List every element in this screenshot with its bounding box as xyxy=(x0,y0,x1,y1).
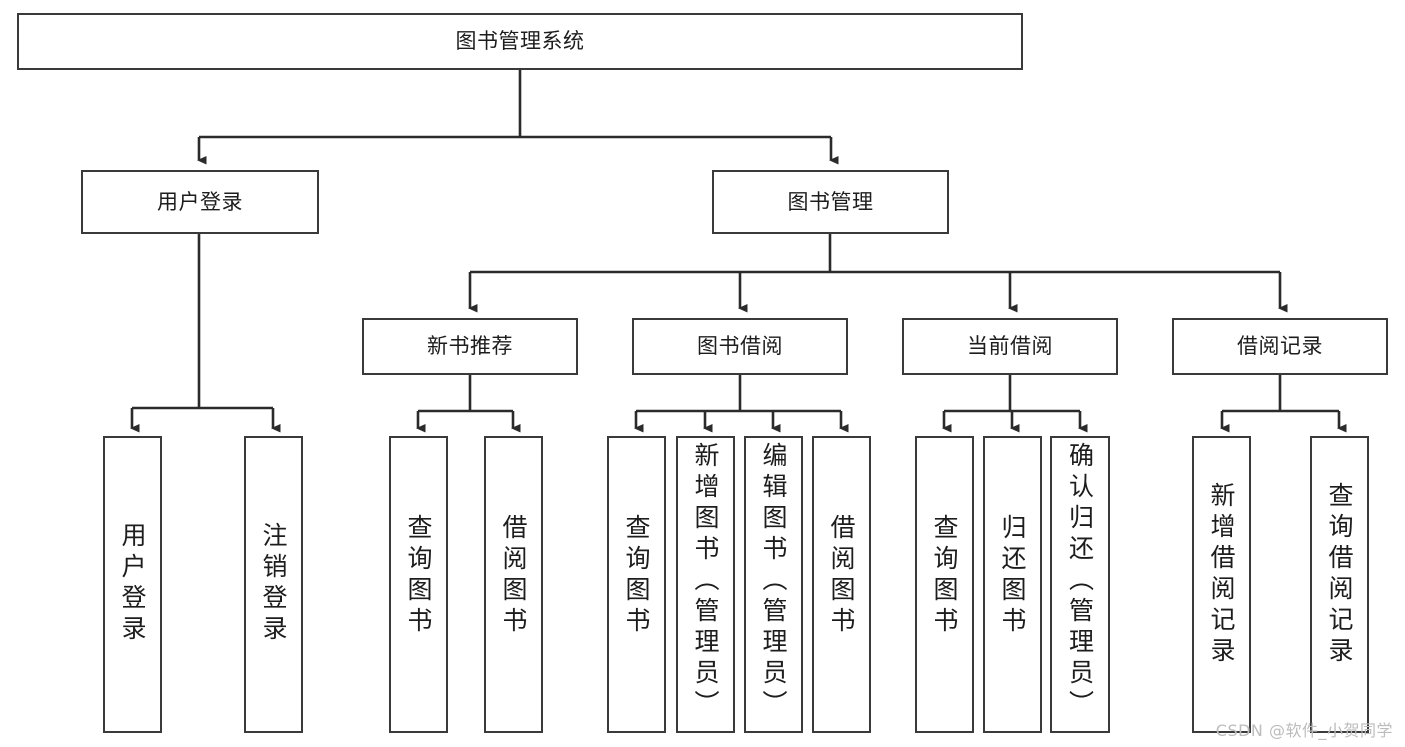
leaf-user-logout-label: 注销登录 xyxy=(259,522,288,646)
node-borrow-record-label: 借阅记录 xyxy=(1237,334,1323,359)
leaf-user-login[interactable]: 用户登录 xyxy=(103,436,162,733)
leaf-confirm-return-label: 确认归还（管理员） xyxy=(1065,442,1095,721)
csdn-watermark: CSDN @软件_小贺同学 xyxy=(1215,721,1393,740)
leaf-add-record[interactable]: 新增借阅记录 xyxy=(1192,436,1251,733)
leaf-query-record-label: 查询借阅记录 xyxy=(1325,482,1354,668)
leaf-query-book-3[interactable]: 查询图书 xyxy=(915,436,974,733)
leaf-confirm-return[interactable]: 确认归还（管理员） xyxy=(1050,436,1110,733)
leaf-borrow-book-2-label: 借阅图书 xyxy=(827,514,856,638)
leaf-add-book-label: 新增图书（管理员） xyxy=(691,442,720,721)
node-new-book-recommend-label: 新书推荐 xyxy=(427,334,513,359)
node-new-book-recommend[interactable]: 新书推荐 xyxy=(362,318,578,375)
node-book-management[interactable]: 图书管理 xyxy=(712,170,949,234)
leaf-query-book-1-label: 查询图书 xyxy=(404,514,433,638)
leaf-edit-book-label: 编辑图书（管理员） xyxy=(759,442,788,721)
node-current-borrow[interactable]: 当前借阅 xyxy=(902,318,1118,375)
leaf-query-record[interactable]: 查询借阅记录 xyxy=(1310,436,1369,733)
node-borrow-record[interactable]: 借阅记录 xyxy=(1172,318,1388,375)
leaf-query-book-1[interactable]: 查询图书 xyxy=(389,436,448,733)
leaf-user-login-label: 用户登录 xyxy=(118,522,147,646)
node-book-management-label: 图书管理 xyxy=(787,189,874,214)
leaf-add-record-label: 新增借阅记录 xyxy=(1207,482,1236,668)
leaf-query-book-2-label: 查询图书 xyxy=(622,514,651,638)
leaf-query-book-2[interactable]: 查询图书 xyxy=(607,436,666,733)
node-current-borrow-label: 当前借阅 xyxy=(967,334,1053,359)
leaf-return-book-label: 归还图书 xyxy=(998,514,1027,638)
node-user-login[interactable]: 用户登录 xyxy=(81,170,319,234)
leaf-borrow-book-1[interactable]: 借阅图书 xyxy=(484,436,543,733)
node-user-login-label: 用户登录 xyxy=(157,189,243,214)
leaf-return-book[interactable]: 归还图书 xyxy=(983,436,1042,733)
leaf-query-book-3-label: 查询图书 xyxy=(930,514,959,638)
node-book-borrow-label: 图书借阅 xyxy=(697,334,783,359)
leaf-edit-book[interactable]: 编辑图书（管理员） xyxy=(744,436,803,733)
node-book-borrow[interactable]: 图书借阅 xyxy=(632,318,848,375)
leaf-user-logout[interactable]: 注销登录 xyxy=(244,436,303,733)
leaf-borrow-book-2[interactable]: 借阅图书 xyxy=(812,436,871,733)
leaf-borrow-book-1-label: 借阅图书 xyxy=(499,514,528,638)
node-root[interactable]: 图书管理系统 xyxy=(17,13,1023,70)
leaf-add-book[interactable]: 新增图书（管理员） xyxy=(676,436,735,733)
node-root-label: 图书管理系统 xyxy=(455,29,585,54)
